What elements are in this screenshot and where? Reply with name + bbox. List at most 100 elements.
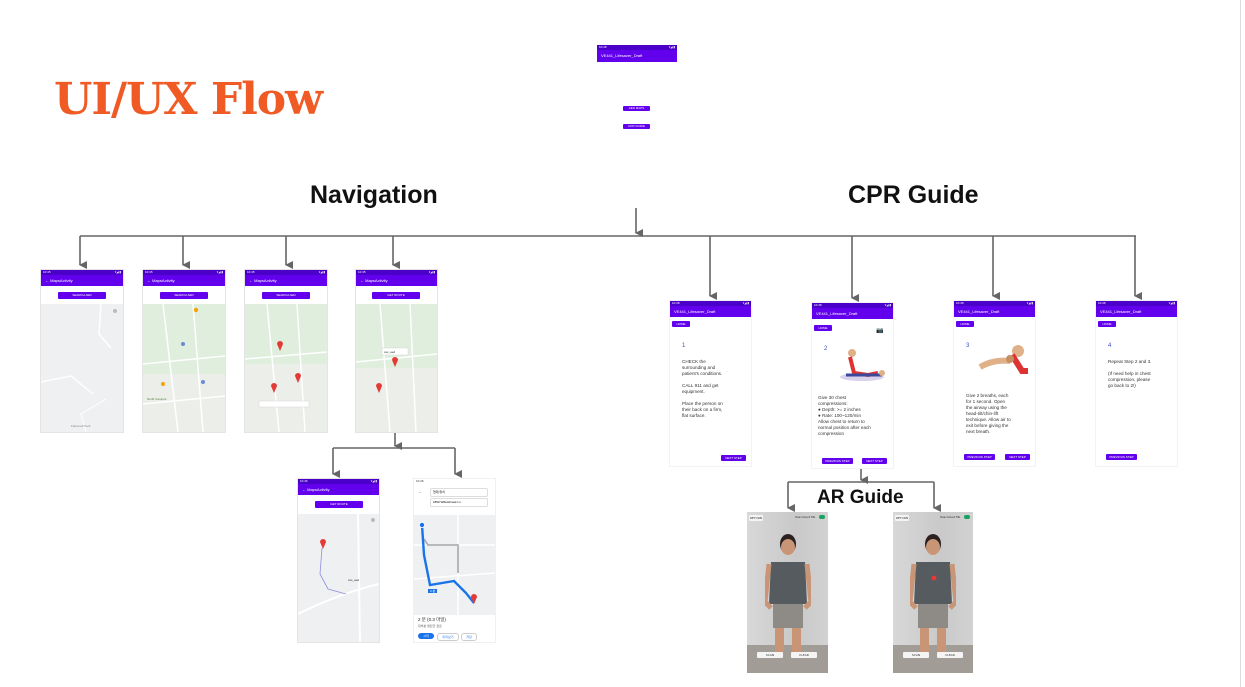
get-route-button[interactable]: GET ROUTE <box>372 292 420 299</box>
step-number: 4 <box>1108 343 1112 349</box>
cpr-step-1-screen: 10:48▾◢ ▮ VE441_Lifesaver_Draft HOME 1 C… <box>669 300 752 467</box>
clear-button[interactable]: CLEAR <box>937 652 963 658</box>
maps-screen-4: 10:45▾◢ ▮ ← MapsActivity GET ROUTE sss_a… <box>355 269 438 433</box>
clear-button[interactable]: CLEAR <box>791 652 817 658</box>
marker-label: sss_aed <box>384 350 396 354</box>
chest-compression-illustration <box>840 349 885 381</box>
map-roads: North Campus <box>143 304 225 432</box>
start-button[interactable]: 시작 <box>418 633 434 639</box>
ar-guide-heading: AR Guide <box>817 487 904 508</box>
aed-marker <box>392 357 398 367</box>
previous-step-button[interactable]: PREVIOUS STEP <box>822 458 853 464</box>
aed-marker <box>376 383 382 393</box>
app-bar: VE441_Lifesaver_Draft <box>812 308 893 319</box>
status-bar: 10:46 <box>416 479 424 483</box>
step-number: 2 <box>824 346 828 352</box>
cpr-step-2-screen: 10:48▾◢ ▮ VE441_Lifesaver_Draft HOME 📷 2… <box>811 302 894 469</box>
eta-text: 2 분 (0.3 마일) <box>418 617 446 622</box>
home-button[interactable]: HOME <box>956 321 974 327</box>
save-button[interactable]: 저장 <box>461 633 477 641</box>
cpr-step-4-screen: 10:48▾◢ ▮ VE441_Lifesaver_Draft HOME 4 R… <box>1095 300 1178 467</box>
status-bar: 10:45▾◢ ▮ <box>356 270 437 275</box>
cpr-guide-button[interactable]: CPR GUIDE <box>623 124 650 129</box>
map-view[interactable]: Fairwood Park <box>41 304 123 432</box>
scan-button[interactable]: SCAN <box>757 652 783 658</box>
app-bar: ← MapsActivity <box>356 275 437 286</box>
preview-button[interactable]: 미리보기 <box>437 633 459 641</box>
app-bar: VE441_Lifesaver_Draft <box>954 306 1035 317</box>
app-bar: ← MapsActivity <box>298 484 379 495</box>
status-bar: 10:45▾◢ ▮ <box>41 270 123 275</box>
back-icon[interactable]: ← <box>418 489 422 494</box>
next-step-button[interactable]: NEXT STEP <box>862 458 887 464</box>
aed-marker <box>320 539 326 549</box>
origin-field[interactable]: 현재 위치 <box>430 488 488 497</box>
status-bar: 10:45▾◢ ▮ <box>245 270 327 275</box>
route-path <box>319 547 347 595</box>
next-step-button[interactable]: NEXT STEP <box>1005 454 1030 460</box>
rescue-breath-illustration <box>978 345 1028 374</box>
route-path <box>420 524 475 604</box>
app-bar: ← MapsActivity <box>245 275 327 286</box>
step-number: 3 <box>966 343 970 349</box>
ar-screen-1: RETURN Use Cloud ML SCAN CLEAR <box>747 512 828 673</box>
compression-point-marker <box>931 575 937 581</box>
cpr-guide-heading: CPR Guide <box>848 181 979 209</box>
status-bar: 10:46▾◢ ▮ <box>298 479 379 484</box>
status-bar: 10:45▾◢ ▮ <box>143 270 225 275</box>
search-aed-button[interactable]: SEARCH AED <box>160 292 208 299</box>
map-view[interactable]: sss_aed <box>298 514 379 642</box>
maps-screen-2: 10:45▾◢ ▮ ← MapsActivity SEARCH AED Nort… <box>142 269 226 433</box>
camera-floor <box>893 645 973 673</box>
search-aed-button[interactable]: SEARCH AED <box>262 292 310 299</box>
map-view[interactable]: sss_aed <box>356 304 437 432</box>
previous-step-button[interactable]: PREVIOUS STEP <box>964 454 995 460</box>
cloud-ml-toggle[interactable] <box>964 515 970 519</box>
step-number: 1 <box>682 343 686 349</box>
cloud-ml-toggle-label: Use Cloud ML <box>940 515 961 519</box>
person-figure <box>910 534 956 656</box>
ar-screen-2: RETURN Use Cloud ML SCAN CLEAR <box>893 512 973 673</box>
cloud-ml-toggle[interactable] <box>819 515 825 519</box>
marker-label: sss_aed <box>348 578 360 582</box>
aed-marker <box>295 373 301 383</box>
cloud-ml-toggle-label: Use Cloud ML <box>795 515 816 519</box>
home-screen: 10:48▾◢ ▮ VE441_Lifesaver_Draft AED MAPS… <box>596 44 678 136</box>
status-bar: 10:48▾◢ ▮ <box>954 301 1035 306</box>
aed-maps-button[interactable]: AED MAPS <box>623 106 650 111</box>
return-button[interactable]: RETURN <box>895 515 909 521</box>
next-step-button[interactable]: NEXT STEP <box>721 455 746 461</box>
map-view[interactable]: 3 분 <box>414 515 495 615</box>
map-roads <box>245 304 327 432</box>
previous-step-button[interactable]: PREVIOUS STEP <box>1106 454 1137 460</box>
svg-text:Fairwood Park: Fairwood Park <box>71 424 91 428</box>
eta-chip: 3 분 <box>428 589 438 593</box>
camera-floor <box>747 645 828 673</box>
camera-icon[interactable]: 📷 <box>876 328 884 334</box>
map-view[interactable] <box>245 304 327 432</box>
app-bar: VE441_Lifesaver_Draft <box>670 306 751 317</box>
destination-marker <box>471 594 477 604</box>
app-bar: VE441_Lifesaver_Draft <box>597 50 677 62</box>
home-button[interactable]: HOME <box>1098 321 1116 327</box>
return-button[interactable]: RETURN <box>749 515 763 521</box>
map-roads <box>298 514 379 642</box>
map-roads <box>356 304 437 432</box>
scan-button[interactable]: SCAN <box>903 652 929 658</box>
home-button[interactable]: HOME <box>672 321 690 327</box>
step-instructions: Repeat Step 2 and 3. (If need help in ch… <box>1108 359 1152 388</box>
svg-text:North Campus: North Campus <box>147 397 167 401</box>
status-bar: 10:48▾◢ ▮ <box>670 301 751 306</box>
get-route-button[interactable]: GET ROUTE <box>315 501 363 508</box>
app-bar: ← MapsActivity <box>41 275 123 286</box>
search-aed-button[interactable]: SEARCH AED <box>58 292 106 299</box>
destination-field[interactable]: 1850 Willowbrook Ln <box>430 498 488 507</box>
navigation-heading: Navigation <box>310 181 438 209</box>
map-roads <box>414 515 495 615</box>
map-view[interactable]: North Campus <box>143 304 225 432</box>
aed-marker <box>271 383 277 393</box>
home-button[interactable]: HOME <box>814 325 832 331</box>
